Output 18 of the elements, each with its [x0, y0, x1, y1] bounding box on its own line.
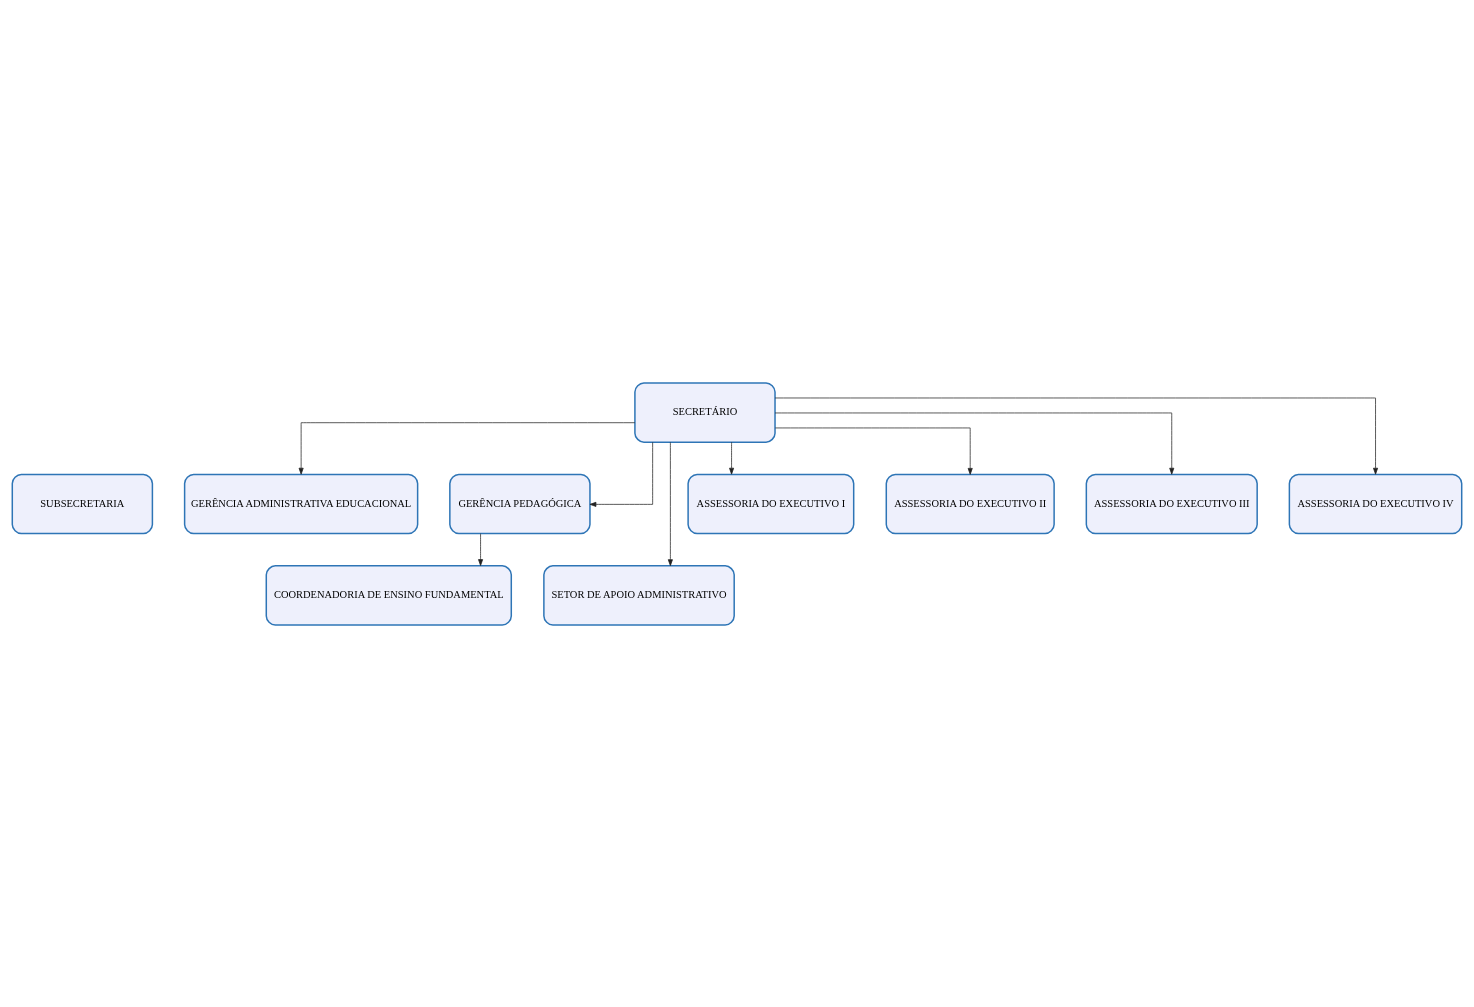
node-box: GERÊNCIA PEDAGÓGICA: [449, 473, 591, 534]
node-box: ASSESSORIA DO EXECUTIVO I: [687, 473, 855, 534]
node-box: ASSESSORIA DO EXECUTIVO III: [1085, 473, 1258, 534]
node-box: SETOR DE APOIO ADMINISTRATIVO: [543, 564, 735, 626]
node-box: SECRETÁRIO: [634, 381, 776, 443]
arrow: [729, 441, 735, 475]
arrow: [774, 412, 1175, 475]
arrow: [774, 397, 1378, 475]
arrow: [478, 532, 484, 566]
node-box: COORDENADORIA DE ENSINO FUNDAMENTAL: [265, 564, 513, 626]
node-box: ASSESSORIA DO EXECUTIVO IV: [1288, 473, 1463, 534]
node-box: ASSESSORIA DO EXECUTIVO II: [885, 473, 1055, 534]
arrow: [298, 421, 636, 475]
node-box: SUBSECRETARIA: [11, 473, 154, 534]
node-box: GERÊNCIA ADMINISTRATIVA EDUCACIONAL: [183, 473, 419, 534]
arrow: [774, 427, 973, 475]
arrow: [667, 441, 673, 566]
arrow: [589, 441, 654, 507]
